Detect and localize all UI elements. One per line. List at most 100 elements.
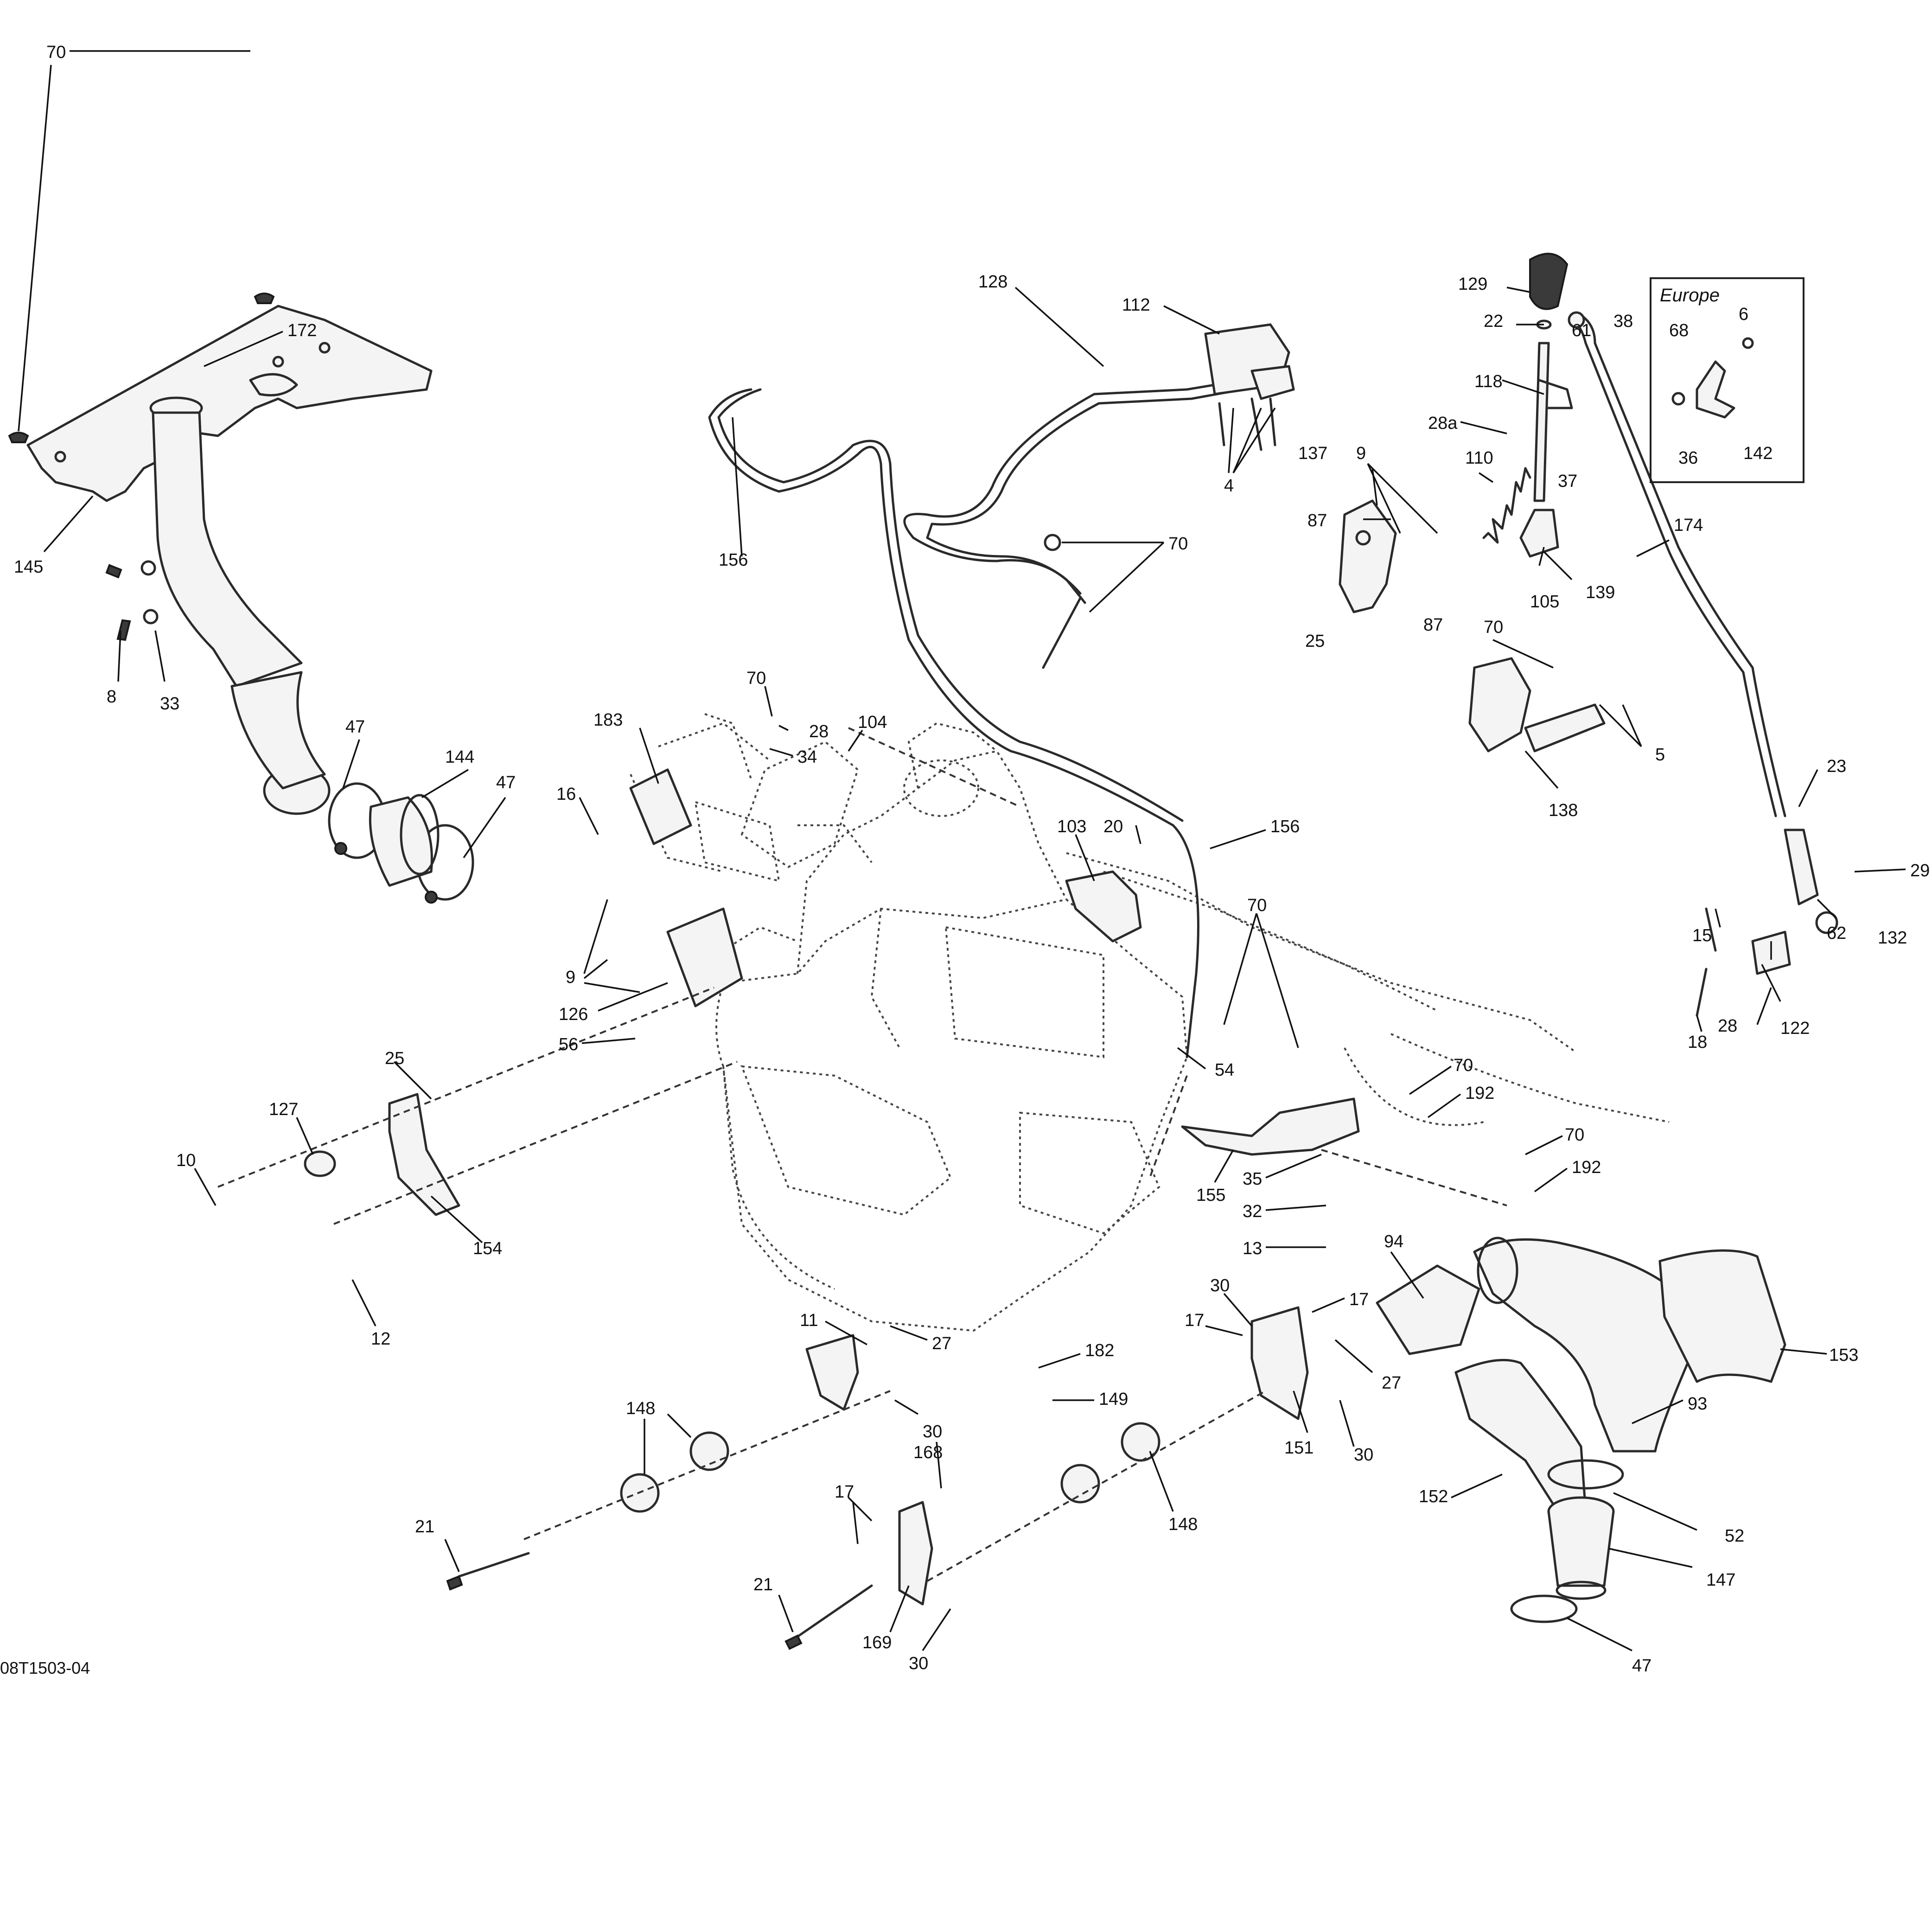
- europe-inset: [1650, 277, 1804, 483]
- callout-168: 168: [913, 1443, 943, 1462]
- callout-12: 12: [371, 1329, 390, 1349]
- callout-30: 30: [1354, 1445, 1373, 1465]
- callout-labels: 70 145 172 8 33 47 144 47 156 128 112 4 …: [14, 43, 1930, 1676]
- bolt-icon: [105, 560, 159, 641]
- bracket-103: [1065, 870, 1142, 943]
- callout-70: 70: [46, 43, 66, 62]
- callout-9: 9: [566, 968, 575, 987]
- callout-25: 25: [1305, 631, 1325, 651]
- callout-169: 169: [862, 1633, 892, 1652]
- callout-154: 154: [473, 1239, 502, 1258]
- callout-56: 56: [559, 1035, 578, 1054]
- callout-128: 128: [978, 272, 1007, 292]
- callout-70: 70: [1454, 1056, 1473, 1075]
- callout-28a: 28a: [1428, 414, 1458, 433]
- callout-174: 174: [1674, 516, 1703, 535]
- ecm-module: [694, 801, 780, 882]
- callout-70: 70: [1484, 618, 1503, 637]
- callout-17: 17: [835, 1482, 854, 1502]
- long-bolt-21: [446, 1552, 873, 1650]
- callout-103: 103: [1057, 817, 1086, 836]
- callout-156: 156: [719, 550, 748, 570]
- callout-37: 37: [1558, 472, 1577, 491]
- callout-6: 6: [1739, 305, 1748, 324]
- callout-148: 148: [626, 1399, 655, 1418]
- callout-144: 144: [445, 747, 474, 767]
- callout-192: 192: [1465, 1084, 1494, 1103]
- callout-137: 137: [1298, 444, 1327, 463]
- callout-145: 145: [14, 557, 43, 577]
- callout-112: 112: [1122, 295, 1150, 315]
- callout-47: 47: [1632, 1656, 1651, 1676]
- callout-94: 94: [1384, 1232, 1403, 1251]
- callout-70: 70: [1247, 896, 1267, 915]
- throttle-body: [1204, 323, 1295, 451]
- callout-15: 15: [1692, 926, 1712, 945]
- callout-29: 29: [1910, 861, 1930, 880]
- callout-70: 70: [1168, 534, 1188, 554]
- callout-138: 138: [1549, 801, 1578, 820]
- mount-bracket-169: [898, 1501, 933, 1606]
- callout-129: 129: [1458, 274, 1487, 294]
- callout-156: 156: [1270, 817, 1300, 836]
- callout-126: 126: [559, 1005, 588, 1024]
- clamp-52: [1547, 1459, 1624, 1490]
- drawing-number: 08T1503-04: [0, 1658, 90, 1677]
- callout-70: 70: [746, 669, 766, 688]
- callout-33: 33: [160, 694, 179, 714]
- callout-104: 104: [858, 713, 887, 732]
- callout-21: 21: [415, 1517, 434, 1537]
- callout-87: 87: [1423, 615, 1443, 635]
- callout-127: 127: [269, 1100, 298, 1119]
- callout-122: 122: [1780, 1019, 1810, 1038]
- wiring-harness: [903, 379, 1244, 669]
- callout-25: 25: [385, 1049, 404, 1068]
- switch-bracket-138: [1468, 657, 1606, 752]
- callout-62: 62: [1827, 924, 1846, 943]
- callout-23: 23: [1827, 757, 1846, 776]
- callout-8: 8: [107, 687, 116, 707]
- callout-17: 17: [1349, 1290, 1369, 1309]
- plastic-rivet-icon: [8, 293, 275, 443]
- callout-172: 172: [287, 321, 317, 340]
- callout-16: 16: [556, 784, 576, 804]
- shift-rod: [1568, 311, 1786, 817]
- engine-assembly: [630, 713, 1670, 1332]
- callout-183: 183: [593, 710, 623, 730]
- callout-30: 30: [923, 1422, 942, 1441]
- callout-132: 132: [1878, 928, 1907, 948]
- throttle-cable: [708, 388, 1199, 1058]
- callout-61: 61: [1572, 321, 1591, 340]
- callout-149: 149: [1099, 1390, 1128, 1409]
- callout-13: 13: [1243, 1239, 1262, 1258]
- callout-151: 151: [1284, 1438, 1314, 1458]
- spring-icon: [1482, 467, 1531, 544]
- callout-93: 93: [1688, 1394, 1707, 1414]
- callout-9: 9: [1356, 444, 1366, 463]
- callout-87: 87: [1307, 511, 1327, 530]
- callout-155: 155: [1196, 1186, 1225, 1205]
- callout-70: 70: [1565, 1125, 1584, 1145]
- callout-192: 192: [1572, 1158, 1601, 1177]
- leader-lines: [18, 50, 1906, 1651]
- clamp-47-bottom: [1510, 1594, 1578, 1623]
- callout-5: 5: [1655, 745, 1665, 765]
- bracket-155: [1181, 1097, 1360, 1156]
- callout-110: 110: [1465, 448, 1493, 468]
- callout-27: 27: [932, 1334, 951, 1353]
- cover-183: [629, 768, 692, 845]
- callout-52: 52: [1725, 1526, 1744, 1546]
- callout-4: 4: [1224, 476, 1234, 496]
- callout-27: 27: [1382, 1373, 1401, 1393]
- callout-153: 153: [1829, 1345, 1858, 1365]
- callout-47: 47: [345, 717, 365, 737]
- callout-47: 47: [496, 773, 516, 792]
- mount-bracket-168: [805, 1334, 859, 1411]
- callout-18: 18: [1688, 1033, 1707, 1052]
- callout-17: 17: [1185, 1311, 1204, 1330]
- heat-shield-153: [1658, 1249, 1786, 1383]
- engine-cover-plate: [26, 305, 433, 502]
- relay-box: [666, 907, 743, 1007]
- assembly-line: [217, 727, 1507, 1582]
